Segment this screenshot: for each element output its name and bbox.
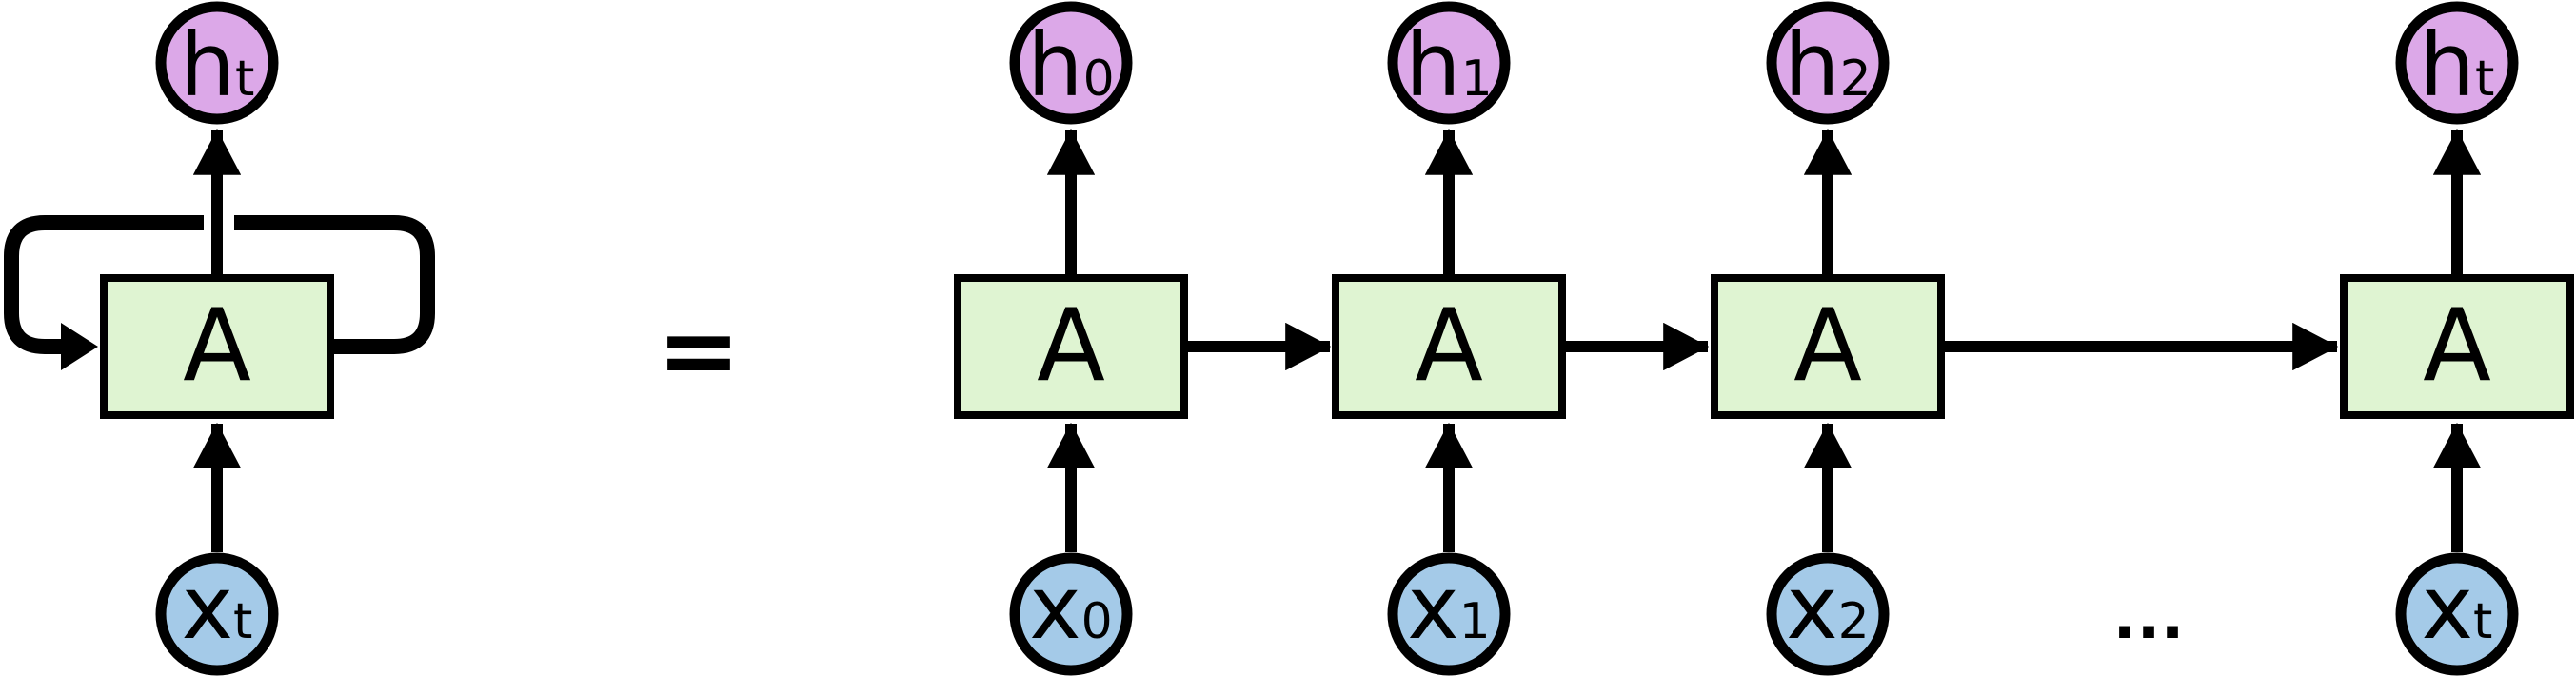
input-node <box>1387 552 1511 676</box>
cell-label: A <box>2423 288 2491 404</box>
cell-label: A <box>1037 288 1105 404</box>
rnn-cell-box <box>100 274 334 419</box>
unrolled-unit-1: A h1 x1 <box>1332 1 1566 676</box>
hidden-state-node <box>1387 1 1511 125</box>
rolled-unit: A ht xt <box>4 1 435 676</box>
hidden-state-label: h2 <box>1784 14 1871 116</box>
input-label: xt <box>182 557 253 659</box>
hidden-state-label: h1 <box>1405 14 1492 116</box>
equals-sign: = <box>657 292 741 408</box>
unrolled-unit-t: A ht xt <box>2340 1 2574 676</box>
recurrence-loop-arrowhead-icon <box>61 323 98 370</box>
hidden-state-label: h0 <box>1027 14 1114 116</box>
hidden-state-node <box>155 1 279 125</box>
hidden-state-node <box>2395 1 2519 125</box>
recurrence-loop-left <box>4 215 204 354</box>
rnn-cell-box <box>1711 274 1945 419</box>
ellipsis: ... <box>2112 580 2184 653</box>
rnn-cell-box <box>2340 274 2574 419</box>
cell-label: A <box>183 288 251 404</box>
cell-label: A <box>1793 288 1862 404</box>
rnn-cell-box <box>954 274 1188 419</box>
input-node <box>155 552 279 676</box>
input-node <box>1009 552 1133 676</box>
recurrence-loop-right <box>234 215 435 354</box>
hidden-state-label: ht <box>2420 14 2495 116</box>
unrolled-unit-0: A h0 x0 <box>954 1 1188 676</box>
input-label: x2 <box>1786 557 1870 659</box>
input-node <box>1766 552 1890 676</box>
input-node <box>2395 552 2519 676</box>
input-label: xt <box>2422 557 2493 659</box>
unrolled-unit-2: A h2 x2 <box>1711 1 1945 676</box>
cell-label: A <box>1415 288 1483 404</box>
rnn-cell-box <box>1332 274 1566 419</box>
hidden-state-node <box>1766 1 1890 125</box>
input-label: x1 <box>1407 557 1491 659</box>
hidden-state-label: ht <box>180 14 255 116</box>
input-label: x0 <box>1029 557 1113 659</box>
hidden-state-node <box>1009 1 1133 125</box>
